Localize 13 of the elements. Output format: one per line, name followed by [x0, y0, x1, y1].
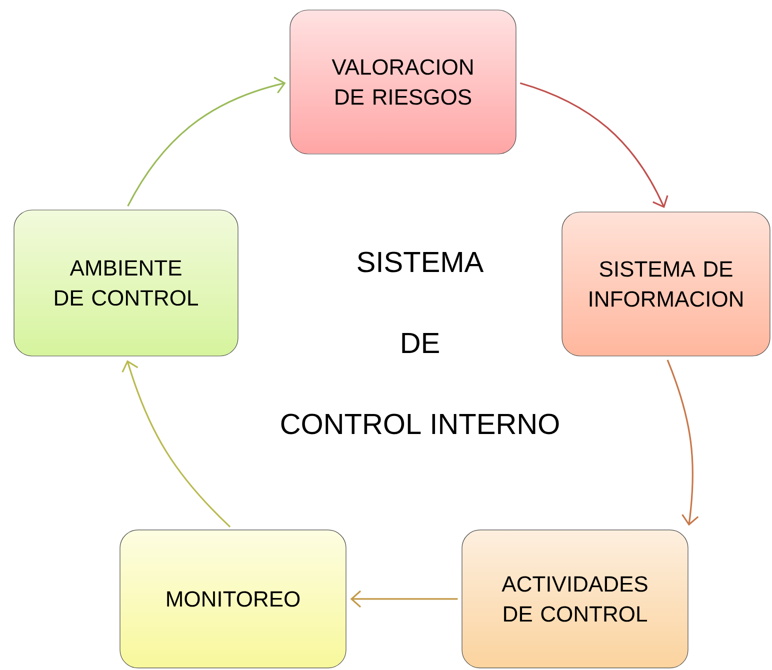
center-text: CONTROL INTERNO [281, 414, 559, 434]
process-box: SISTEMA DE INFORMACION [562, 212, 770, 356]
center-text: SISTEMA [358, 252, 484, 272]
arrow [520, 82, 668, 208]
arrow [122, 360, 231, 528]
process-box: ACTIVIDADES DE CONTROL [462, 530, 688, 668]
center-text: DE [402, 333, 439, 353]
arrow [666, 360, 699, 526]
process-box: AMBIENTE DE CONTROL [14, 210, 238, 356]
arrow [350, 590, 458, 608]
process-box: VALORACION DE RIESGOS [290, 10, 516, 154]
arrow [127, 76, 286, 207]
process-box: MONITOREO [120, 530, 346, 668]
